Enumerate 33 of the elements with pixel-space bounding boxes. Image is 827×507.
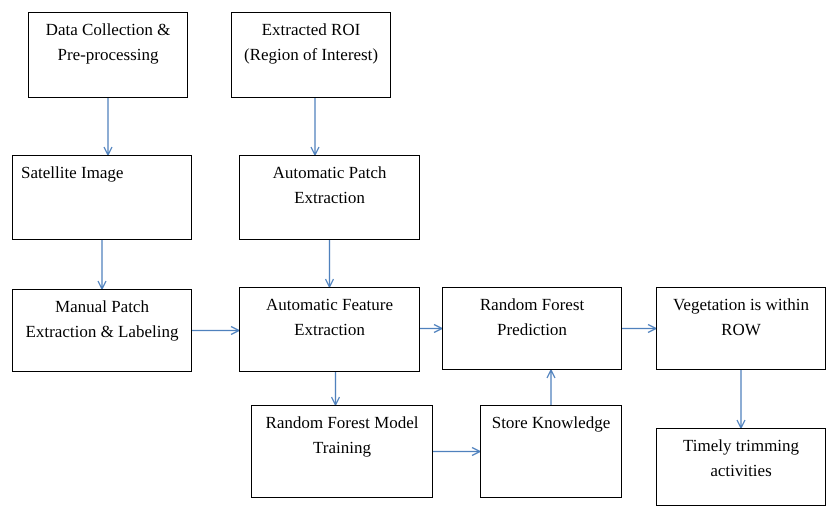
process-box bbox=[656, 428, 826, 506]
arrow bbox=[310, 98, 320, 156]
box-label: Automatic Feature Extraction bbox=[265, 294, 394, 341]
arrow bbox=[97, 240, 107, 290]
process-box bbox=[28, 12, 188, 98]
box-label: Timely trimming activities bbox=[682, 435, 800, 482]
process-box bbox=[656, 287, 826, 370]
box-label: Store Knowledge bbox=[492, 412, 610, 434]
box-label: Random Forest Model Training bbox=[264, 412, 420, 459]
arrow bbox=[433, 446, 481, 456]
box-label: Random Forest Prediction bbox=[478, 294, 586, 341]
process-box bbox=[239, 155, 420, 240]
process-box bbox=[12, 289, 192, 372]
arrow bbox=[330, 372, 340, 406]
box-label: Manual Patch Extraction & Labeling bbox=[24, 296, 180, 343]
box-label: Vegetation is within ROW bbox=[672, 294, 810, 341]
process-box bbox=[239, 287, 420, 372]
arrow bbox=[103, 98, 113, 156]
arrow bbox=[420, 324, 443, 334]
process-box bbox=[231, 12, 391, 98]
box-label: Extracted ROI (Region of Interest) bbox=[242, 19, 380, 66]
process-box bbox=[12, 155, 192, 240]
arrow bbox=[736, 370, 746, 429]
arrow bbox=[546, 369, 556, 405]
process-box bbox=[251, 405, 433, 498]
arrow bbox=[192, 326, 240, 336]
arrow bbox=[622, 324, 657, 334]
process-box bbox=[442, 287, 622, 370]
box-label: Data Collection & Pre-processing bbox=[44, 19, 172, 66]
box-label: Satellite Image bbox=[21, 162, 124, 184]
box-label: Automatic Patch Extraction bbox=[272, 162, 388, 209]
process-box bbox=[480, 405, 622, 498]
arrow bbox=[324, 240, 334, 288]
